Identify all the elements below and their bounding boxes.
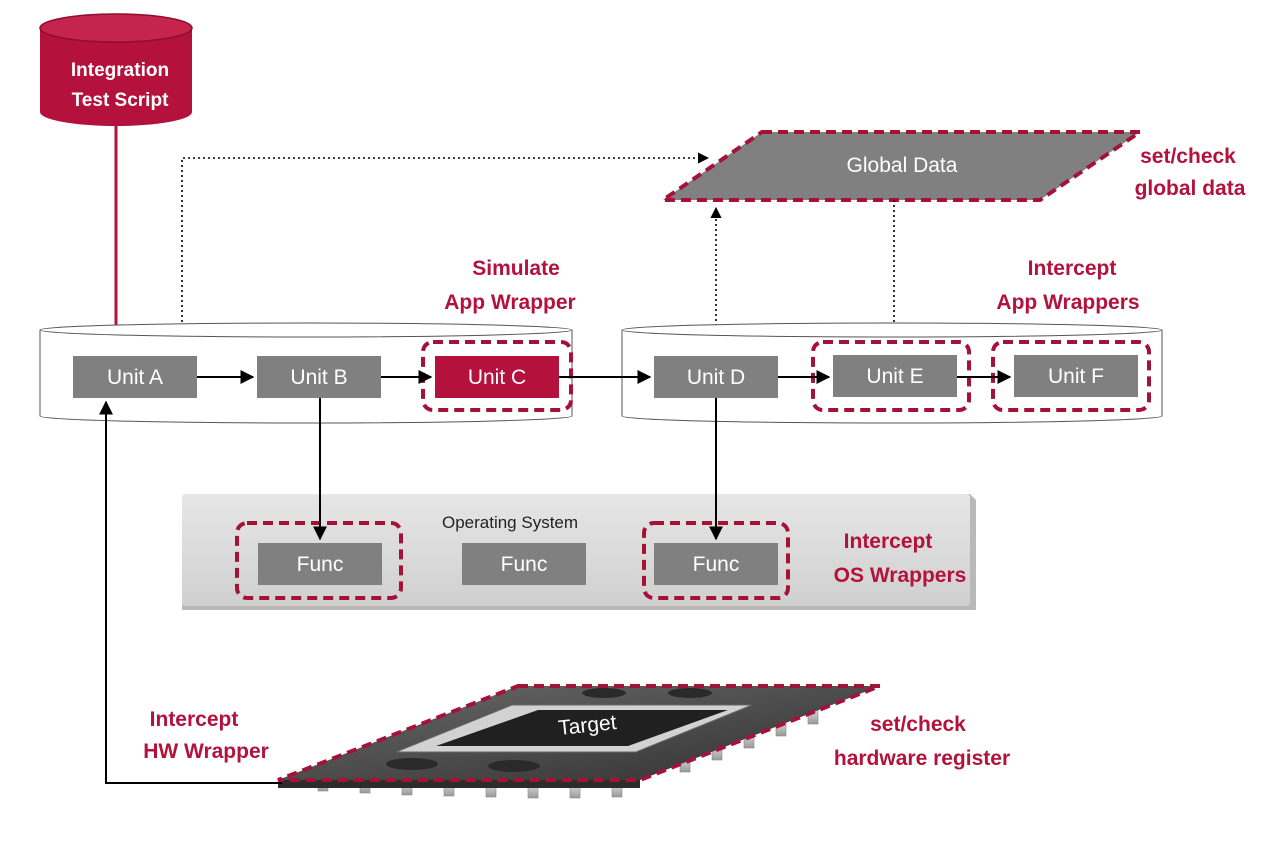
note-simulate-1: Simulate [472,257,560,280]
os-func-3: Func [642,521,790,600]
os-title: Operating System [442,513,578,532]
test-script-label-1: Integration [71,60,169,81]
os-func-2: Func [462,543,586,585]
note-intercept-hw-1: Intercept [150,708,239,731]
note-intercept-app-2: App Wrappers [996,291,1139,314]
unit-f: Unit F [991,340,1151,412]
test-script-database: Integration Test Script [39,13,193,126]
unit-d-label: Unit D [687,366,745,389]
test-script-label-2: Test Script [72,90,169,111]
note-set-check-global-1: set/check [1140,145,1236,168]
unit-a: Unit A [73,356,197,398]
unit-d: Unit D [654,356,778,398]
os-func-3-label: Func [693,553,740,576]
os-func-2-label: Func [501,553,548,576]
unit-b: Unit B [257,356,381,398]
unit-c-label: Unit C [468,366,526,389]
note-intercept-app-1: Intercept [1028,257,1117,280]
note-set-check-global-2: global data [1135,177,1246,200]
unit-e-label: Unit E [866,365,923,388]
os-func-1-label: Func [297,553,344,576]
note-intercept-os-2: OS Wrappers [834,564,967,587]
target-chip: Target [277,684,881,799]
unit-f-label: Unit F [1048,365,1104,388]
note-intercept-os-1: Intercept [844,530,933,553]
note-set-check-hw-1: set/check [870,713,966,736]
note-simulate-2: App Wrapper [444,291,575,314]
hw-to-unit-a-arrow [99,400,282,784]
global-data-label: Global Data [847,154,958,177]
note-intercept-hw-2: HW Wrapper [143,740,269,763]
unit-a-label: Unit A [107,366,163,389]
note-set-check-hw-2: hardware register [834,747,1010,770]
global-data-node: Global Data [656,130,1147,202]
unit-b-label: Unit B [290,366,347,389]
